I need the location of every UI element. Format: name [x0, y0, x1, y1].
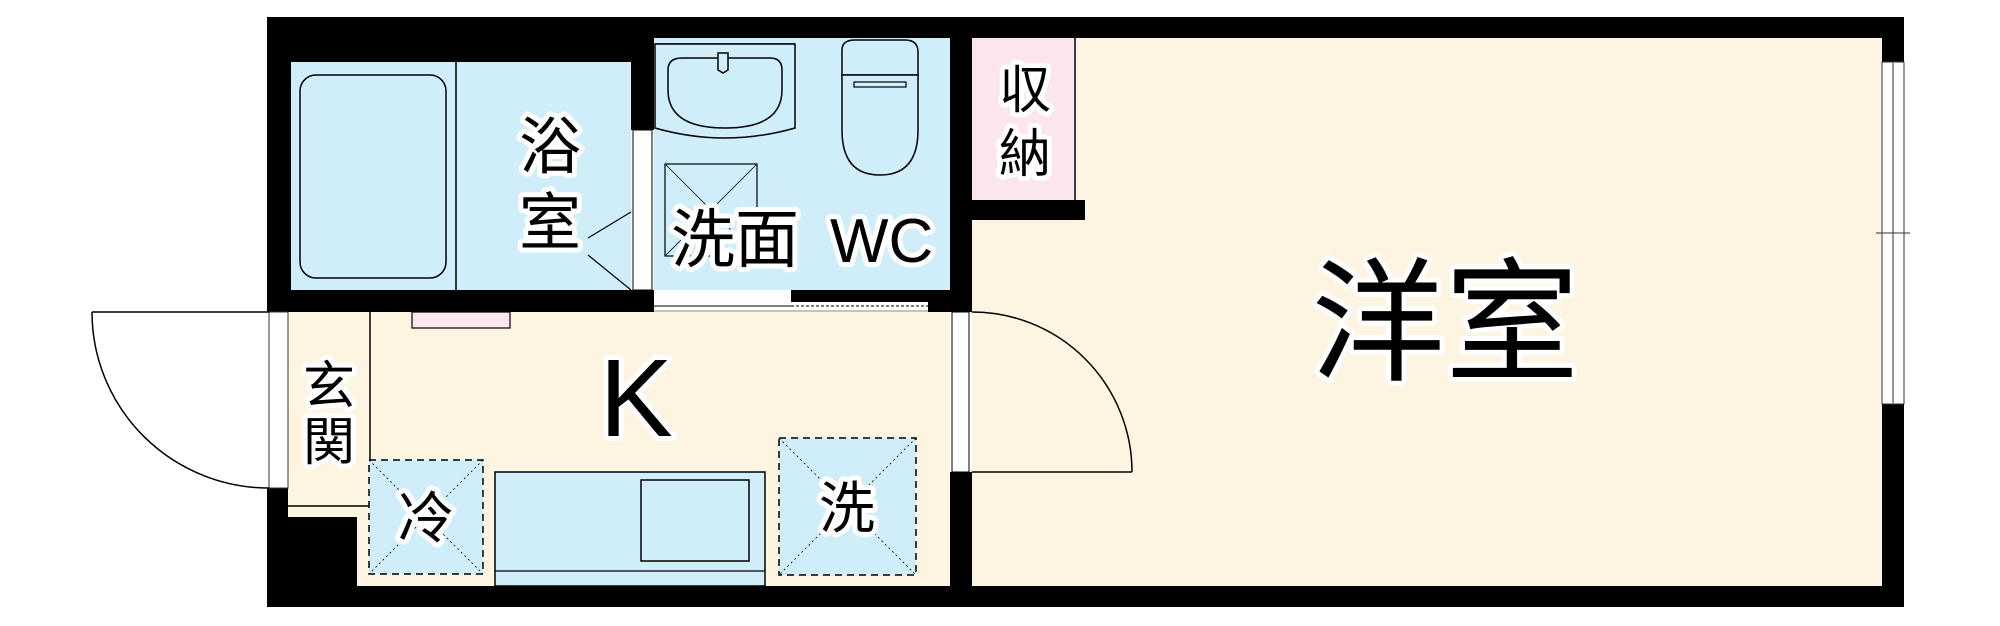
toilet-icon	[841, 39, 919, 176]
entrance-door[interactable]	[91, 311, 289, 489]
fridge-space	[368, 459, 484, 575]
western-room-label: 洋室	[1311, 246, 1579, 402]
sink-icon	[640, 479, 750, 562]
bathroom-folding-door[interactable]	[587, 129, 653, 291]
washroom-sliding-door[interactable]	[654, 290, 928, 312]
storage-label-1: 収	[999, 61, 1051, 121]
washroom-label-jp: 洗面	[671, 204, 799, 278]
kitchen-label: K	[599, 337, 672, 460]
entrance-label-1: 玄	[303, 357, 355, 417]
shoe-shelf-icon	[411, 311, 511, 329]
washer-pan-icon	[664, 163, 758, 257]
entrance-label-2: 関	[303, 413, 355, 473]
fridge-label: 冷	[398, 487, 454, 552]
washroom-label-wc: WC	[830, 207, 933, 276]
storage-floor	[972, 38, 1075, 200]
walls	[267, 17, 1904, 607]
bathroom-label-2: 室	[519, 186, 581, 259]
bathroom-label-1: 浴	[519, 110, 581, 183]
bathtub-icon	[299, 74, 447, 279]
washbasin-icon	[654, 43, 796, 139]
western-room-floor	[972, 38, 1882, 586]
storage-label-2: 納	[999, 125, 1051, 185]
western-room-door[interactable]	[951, 311, 1133, 473]
washer-space	[778, 437, 917, 576]
washer-label: 洗	[819, 477, 875, 542]
window-right	[1876, 61, 1910, 405]
